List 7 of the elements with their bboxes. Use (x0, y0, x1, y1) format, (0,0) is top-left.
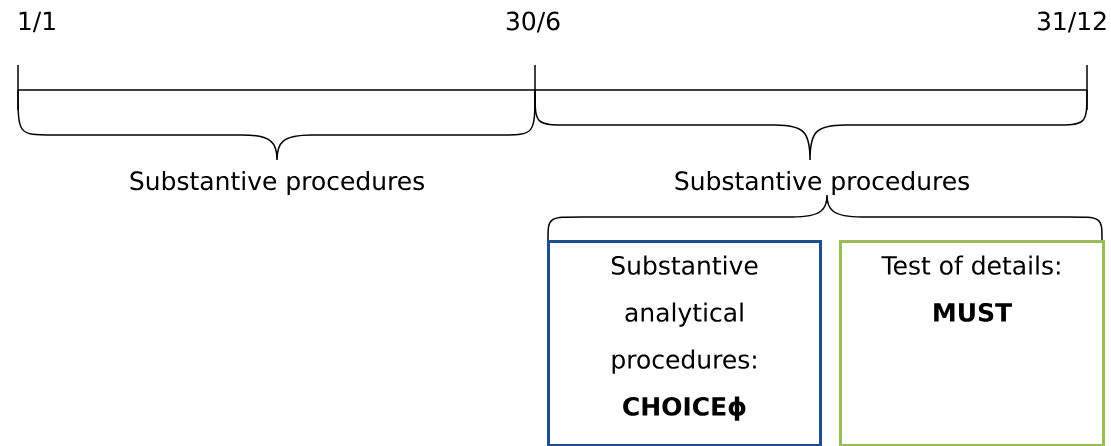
text-box: Substantive analytical procedures: CHOICEϕ (547, 240, 822, 446)
label: Substantive procedures (130, 170, 424, 196)
label: 1/1 (19, 11, 55, 33)
label: Substantive procedures (675, 170, 969, 196)
label: 31/12 (1037, 11, 1106, 33)
text-box: Test of details: MUST (839, 240, 1105, 446)
label: 30/6 (506, 11, 560, 33)
